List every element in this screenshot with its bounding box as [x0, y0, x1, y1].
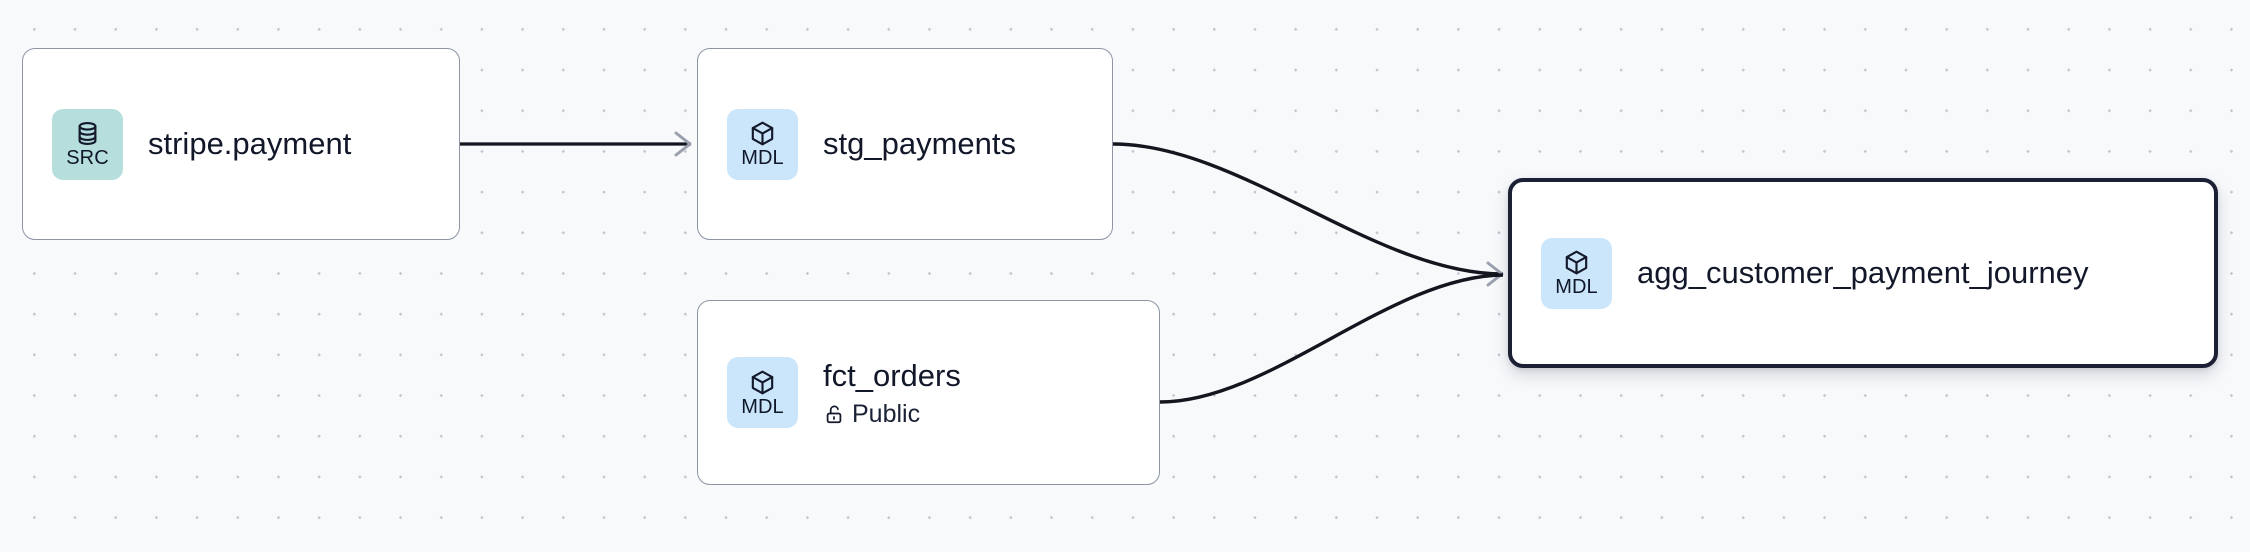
node-visibility: Public: [823, 400, 961, 429]
node-type-badge-label: MDL: [741, 395, 784, 418]
node-type-badge-label: MDL: [1555, 276, 1598, 298]
graph-node-stg-payments[interactable]: MDL stg_payments: [697, 48, 1113, 240]
database-icon: [74, 120, 101, 148]
node-body: stripe.payment: [148, 125, 351, 163]
cube-icon: [749, 120, 776, 148]
node-title: stripe.payment: [148, 126, 352, 161]
node-body: stg_payments: [823, 125, 1016, 163]
node-type-badge-src: SRC: [52, 108, 123, 180]
node-type-badge-mdl: MDL: [1541, 237, 1612, 309]
node-body: fct_orders Public: [823, 357, 961, 429]
node-visibility-label: Public: [852, 399, 921, 428]
node-title: stg_payments: [823, 126, 1016, 161]
node-title: agg_customer_payment_journey: [1637, 255, 2089, 290]
node-title: fct_orders: [823, 357, 961, 393]
graph-node-agg-customer-payment-journey[interactable]: MDL agg_customer_payment_journey: [1508, 178, 2218, 368]
edge-stripe-payment-to-stg-payments: [460, 131, 692, 157]
node-body: agg_customer_payment_journey: [1637, 254, 2089, 292]
edge-fct-orders-to-agg-customer-payment-journey: [1159, 273, 1504, 404]
node-type-badge-mdl: MDL: [727, 357, 798, 428]
graph-node-stripe-payment[interactable]: SRC stripe.payment: [22, 48, 460, 240]
node-type-badge-label: SRC: [66, 147, 109, 169]
edge-stg-payments-to-agg-customer-payment-journey: [1112, 142, 1504, 287]
unlock-icon: [823, 403, 845, 425]
cube-icon: [749, 369, 776, 397]
graph-node-fct-orders[interactable]: MDL fct_orders Public: [697, 300, 1160, 485]
cube-icon: [1563, 249, 1590, 277]
node-type-badge-mdl: MDL: [727, 108, 798, 180]
node-type-badge-label: MDL: [741, 147, 784, 169]
